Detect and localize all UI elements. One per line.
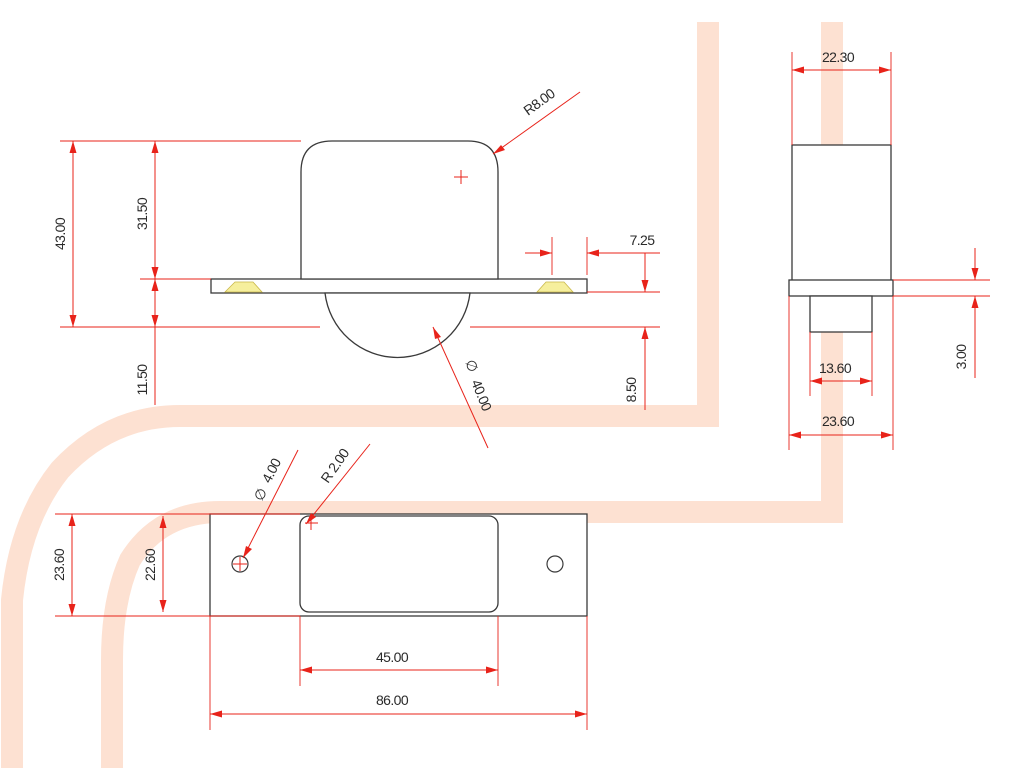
front-center-mark xyxy=(454,170,468,184)
side-base-plate xyxy=(788,279,894,297)
dim-top-width: 22.30 xyxy=(822,49,855,65)
watermark-stroke-right xyxy=(101,22,843,768)
dim-window-width: 22.60 xyxy=(142,548,158,581)
front-housing xyxy=(300,140,499,280)
watermark xyxy=(1,22,843,768)
dim-total-length: 86.00 xyxy=(376,692,409,708)
dim-hole-diameter: 4.00 xyxy=(258,455,284,485)
dim-wheel-width: 13.60 xyxy=(819,360,852,376)
dim-body-height: 31.50 xyxy=(134,197,150,230)
front-flange-plate xyxy=(210,278,588,294)
side-view: 22.30 13.60 23.60 3.00 xyxy=(788,49,990,450)
front-slot-left xyxy=(224,281,263,293)
dim-hole-diameter-symbol: ∅ xyxy=(250,485,270,503)
dim-wheel-below: 11.50 xyxy=(134,364,150,396)
side-wheel xyxy=(809,295,873,333)
dim-wheel-diameter-symbol: ∅ xyxy=(462,357,481,374)
front-slot-right xyxy=(536,281,574,293)
dim-corner-radius: R 2.00 xyxy=(317,445,352,486)
dim-window-length: 45.00 xyxy=(376,649,409,665)
front-wheel xyxy=(324,292,471,359)
dim-base-width: 23.60 xyxy=(822,413,855,429)
bottom-window xyxy=(299,515,499,613)
dim-plate-thickness: 3.00 xyxy=(953,344,969,370)
dim-wheel-projection: 8.50 xyxy=(623,377,639,403)
bottom-hole-right xyxy=(546,555,564,573)
bottom-hole-center-mark xyxy=(233,557,247,571)
front-view: 43.00 31.50 11.50 R8.00 7.25 8.50 ∅ 40.0… xyxy=(52,85,660,449)
watermark-stroke-left xyxy=(1,22,719,768)
dim-top-radius: R8.00 xyxy=(520,85,558,119)
dim-flange-offset: 7.25 xyxy=(630,232,656,248)
dim-total-height: 43.00 xyxy=(52,217,68,250)
side-housing xyxy=(791,144,892,282)
dim-plate-width: 23.60 xyxy=(51,548,67,581)
